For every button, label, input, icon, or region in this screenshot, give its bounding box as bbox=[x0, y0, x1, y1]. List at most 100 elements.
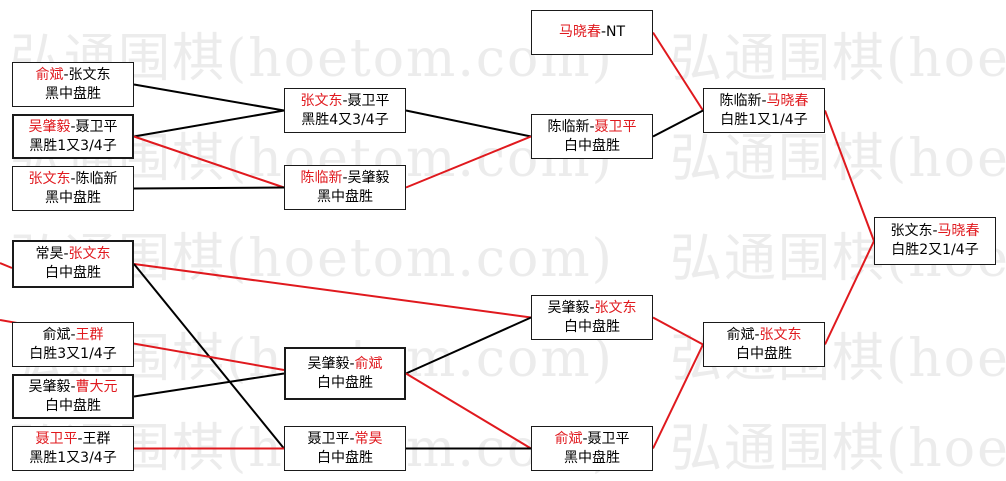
white-player: 聂卫平 bbox=[587, 430, 630, 447]
versus-dash: - bbox=[589, 118, 595, 135]
match-players: 陈临新-聂卫平 bbox=[547, 118, 636, 137]
versus-dash: - bbox=[63, 246, 69, 262]
connector-m10-m15 bbox=[405, 372, 532, 450]
white-player: 聂卫平 bbox=[75, 118, 118, 135]
connector-m1-m8 bbox=[133, 83, 285, 112]
match-box-m8: 张文东-聂卫平黑胜4又3/4子 bbox=[284, 88, 406, 133]
white-player: 张文东 bbox=[759, 326, 802, 343]
black-player: 吴肇毅 bbox=[547, 299, 590, 316]
versus-dash: - bbox=[77, 430, 83, 447]
match-box-m18: 张文东-马晓春白胜2又1/4子 bbox=[874, 217, 996, 265]
match-box-m15: 俞斌-聂卫平黑中盘胜 bbox=[531, 426, 653, 471]
match-result: 白中盘胜 bbox=[45, 397, 101, 414]
connector-m16-m18 bbox=[824, 110, 875, 242]
black-player: 俞斌 bbox=[554, 430, 583, 447]
connector-m13-m16 bbox=[652, 109, 704, 138]
black-player: 张文东 bbox=[300, 92, 343, 109]
match-players: 俞斌-聂卫平 bbox=[554, 430, 629, 449]
match-box-m13: 陈临新-聂卫平白中盘胜 bbox=[531, 114, 653, 159]
versus-dash: - bbox=[70, 378, 76, 395]
black-player: 聂卫平 bbox=[35, 430, 78, 447]
match-result: 黑中盘胜 bbox=[317, 188, 373, 205]
versus-dash: - bbox=[932, 223, 938, 239]
match-result: 黑中盘胜 bbox=[45, 189, 101, 206]
match-result: 白胜1又1/4子 bbox=[720, 111, 808, 128]
black-player: 俞斌 bbox=[35, 66, 64, 83]
match-players: 陈临新-吴肇毅 bbox=[300, 169, 389, 188]
white-player: 张文东 bbox=[594, 299, 637, 316]
versus-dash: - bbox=[349, 430, 355, 447]
connector-m9-m13 bbox=[405, 135, 532, 189]
connector-m14-m17 bbox=[652, 316, 704, 346]
connector-m10-m14 bbox=[405, 316, 532, 375]
black-player: 陈临新 bbox=[300, 169, 343, 186]
white-player: 陈临新 bbox=[75, 170, 118, 187]
match-box-m10: 吴肇毅-俞斌白中盘胜 bbox=[284, 347, 406, 400]
versus-dash: - bbox=[761, 92, 767, 109]
black-player: 俞斌 bbox=[726, 326, 755, 343]
white-player: 王群 bbox=[75, 326, 104, 343]
versus-dash: - bbox=[70, 118, 76, 135]
match-result: 黑胜1又3/4子 bbox=[29, 137, 117, 154]
match-players: 吴肇毅-聂卫平 bbox=[28, 118, 117, 137]
white-player: 俞斌 bbox=[354, 355, 383, 372]
match-players: 俞斌-张文东 bbox=[35, 66, 110, 85]
match-players: 聂卫平-王群 bbox=[35, 430, 110, 449]
versus-dash: - bbox=[349, 355, 355, 372]
versus-dash: - bbox=[600, 24, 607, 40]
white-player: NT bbox=[606, 24, 626, 40]
match-result: 黑胜4又3/4子 bbox=[301, 111, 389, 128]
white-player: 常昊 bbox=[354, 430, 383, 447]
match-result: 白胜2又1/4子 bbox=[891, 242, 979, 258]
connector-m3-m9 bbox=[133, 186, 285, 190]
black-player: 张文东 bbox=[890, 223, 933, 239]
match-result: 白中盘胜 bbox=[736, 345, 792, 362]
white-player: 马晓春 bbox=[766, 92, 809, 109]
connector-m4-m14 bbox=[133, 263, 532, 319]
white-player: 张文东 bbox=[68, 66, 111, 83]
match-box-m5: 俞斌-王群白胜3又1/4子 bbox=[12, 322, 134, 367]
match-box-m12: 马晓春-NT bbox=[531, 10, 653, 55]
white-player: 聂卫平 bbox=[594, 118, 637, 135]
connector-m8-m13 bbox=[405, 109, 532, 138]
black-player: 张文东 bbox=[28, 170, 71, 187]
match-result: 白中盘胜 bbox=[564, 137, 620, 154]
black-player: 吴肇毅 bbox=[28, 118, 71, 135]
black-player: 马晓春 bbox=[558, 24, 601, 40]
black-player: 吴肇毅 bbox=[28, 378, 71, 395]
match-players: 吴肇毅-曹大元 bbox=[28, 378, 117, 397]
match-players: 俞斌-王群 bbox=[42, 326, 103, 345]
match-players: 张文东-陈临新 bbox=[28, 170, 117, 189]
black-player: 聂卫平 bbox=[307, 430, 350, 447]
match-result: 白中盘胜 bbox=[564, 318, 620, 335]
match-box-m9: 陈临新-吴肇毅黑中盘胜 bbox=[284, 165, 406, 210]
white-player: 吴肇毅 bbox=[347, 169, 390, 186]
match-players: 俞斌-张文东 bbox=[726, 326, 801, 345]
match-box-m3: 张文东-陈临新黑中盘胜 bbox=[12, 166, 134, 211]
white-player: 马晓春 bbox=[937, 223, 980, 239]
match-players: 张文东-聂卫平 bbox=[300, 92, 389, 111]
connector-offscreen-1 bbox=[0, 262, 13, 269]
black-player: 常昊 bbox=[35, 246, 64, 262]
match-box-m16: 陈临新-马晓春白胜1又1/4子 bbox=[703, 88, 825, 133]
match-players: 张文东-马晓春 bbox=[890, 222, 979, 241]
match-result: 白中盘胜 bbox=[317, 374, 373, 391]
connector-m15-m17 bbox=[652, 344, 704, 449]
versus-dash: - bbox=[582, 430, 588, 447]
versus-dash: - bbox=[70, 326, 76, 343]
versus-dash: - bbox=[63, 66, 69, 83]
match-players: 陈临新-马晓春 bbox=[719, 92, 808, 111]
connector-m12-m16 bbox=[652, 31, 704, 112]
match-box-m11: 聂卫平-常昊白中盘胜 bbox=[284, 426, 406, 471]
match-players: 聂卫平-常昊 bbox=[307, 430, 382, 449]
match-box-m4: 常昊-张文东白中盘胜 bbox=[12, 240, 134, 288]
white-player: 曹大元 bbox=[75, 378, 118, 395]
match-box-m6: 吴肇毅-曹大元白中盘胜 bbox=[12, 374, 134, 419]
white-player: 王群 bbox=[82, 430, 111, 447]
match-result: 白中盘胜 bbox=[317, 449, 373, 466]
connector-m17-m18 bbox=[824, 240, 875, 345]
black-player: 陈临新 bbox=[547, 118, 590, 135]
white-player: 张文东 bbox=[68, 246, 111, 262]
